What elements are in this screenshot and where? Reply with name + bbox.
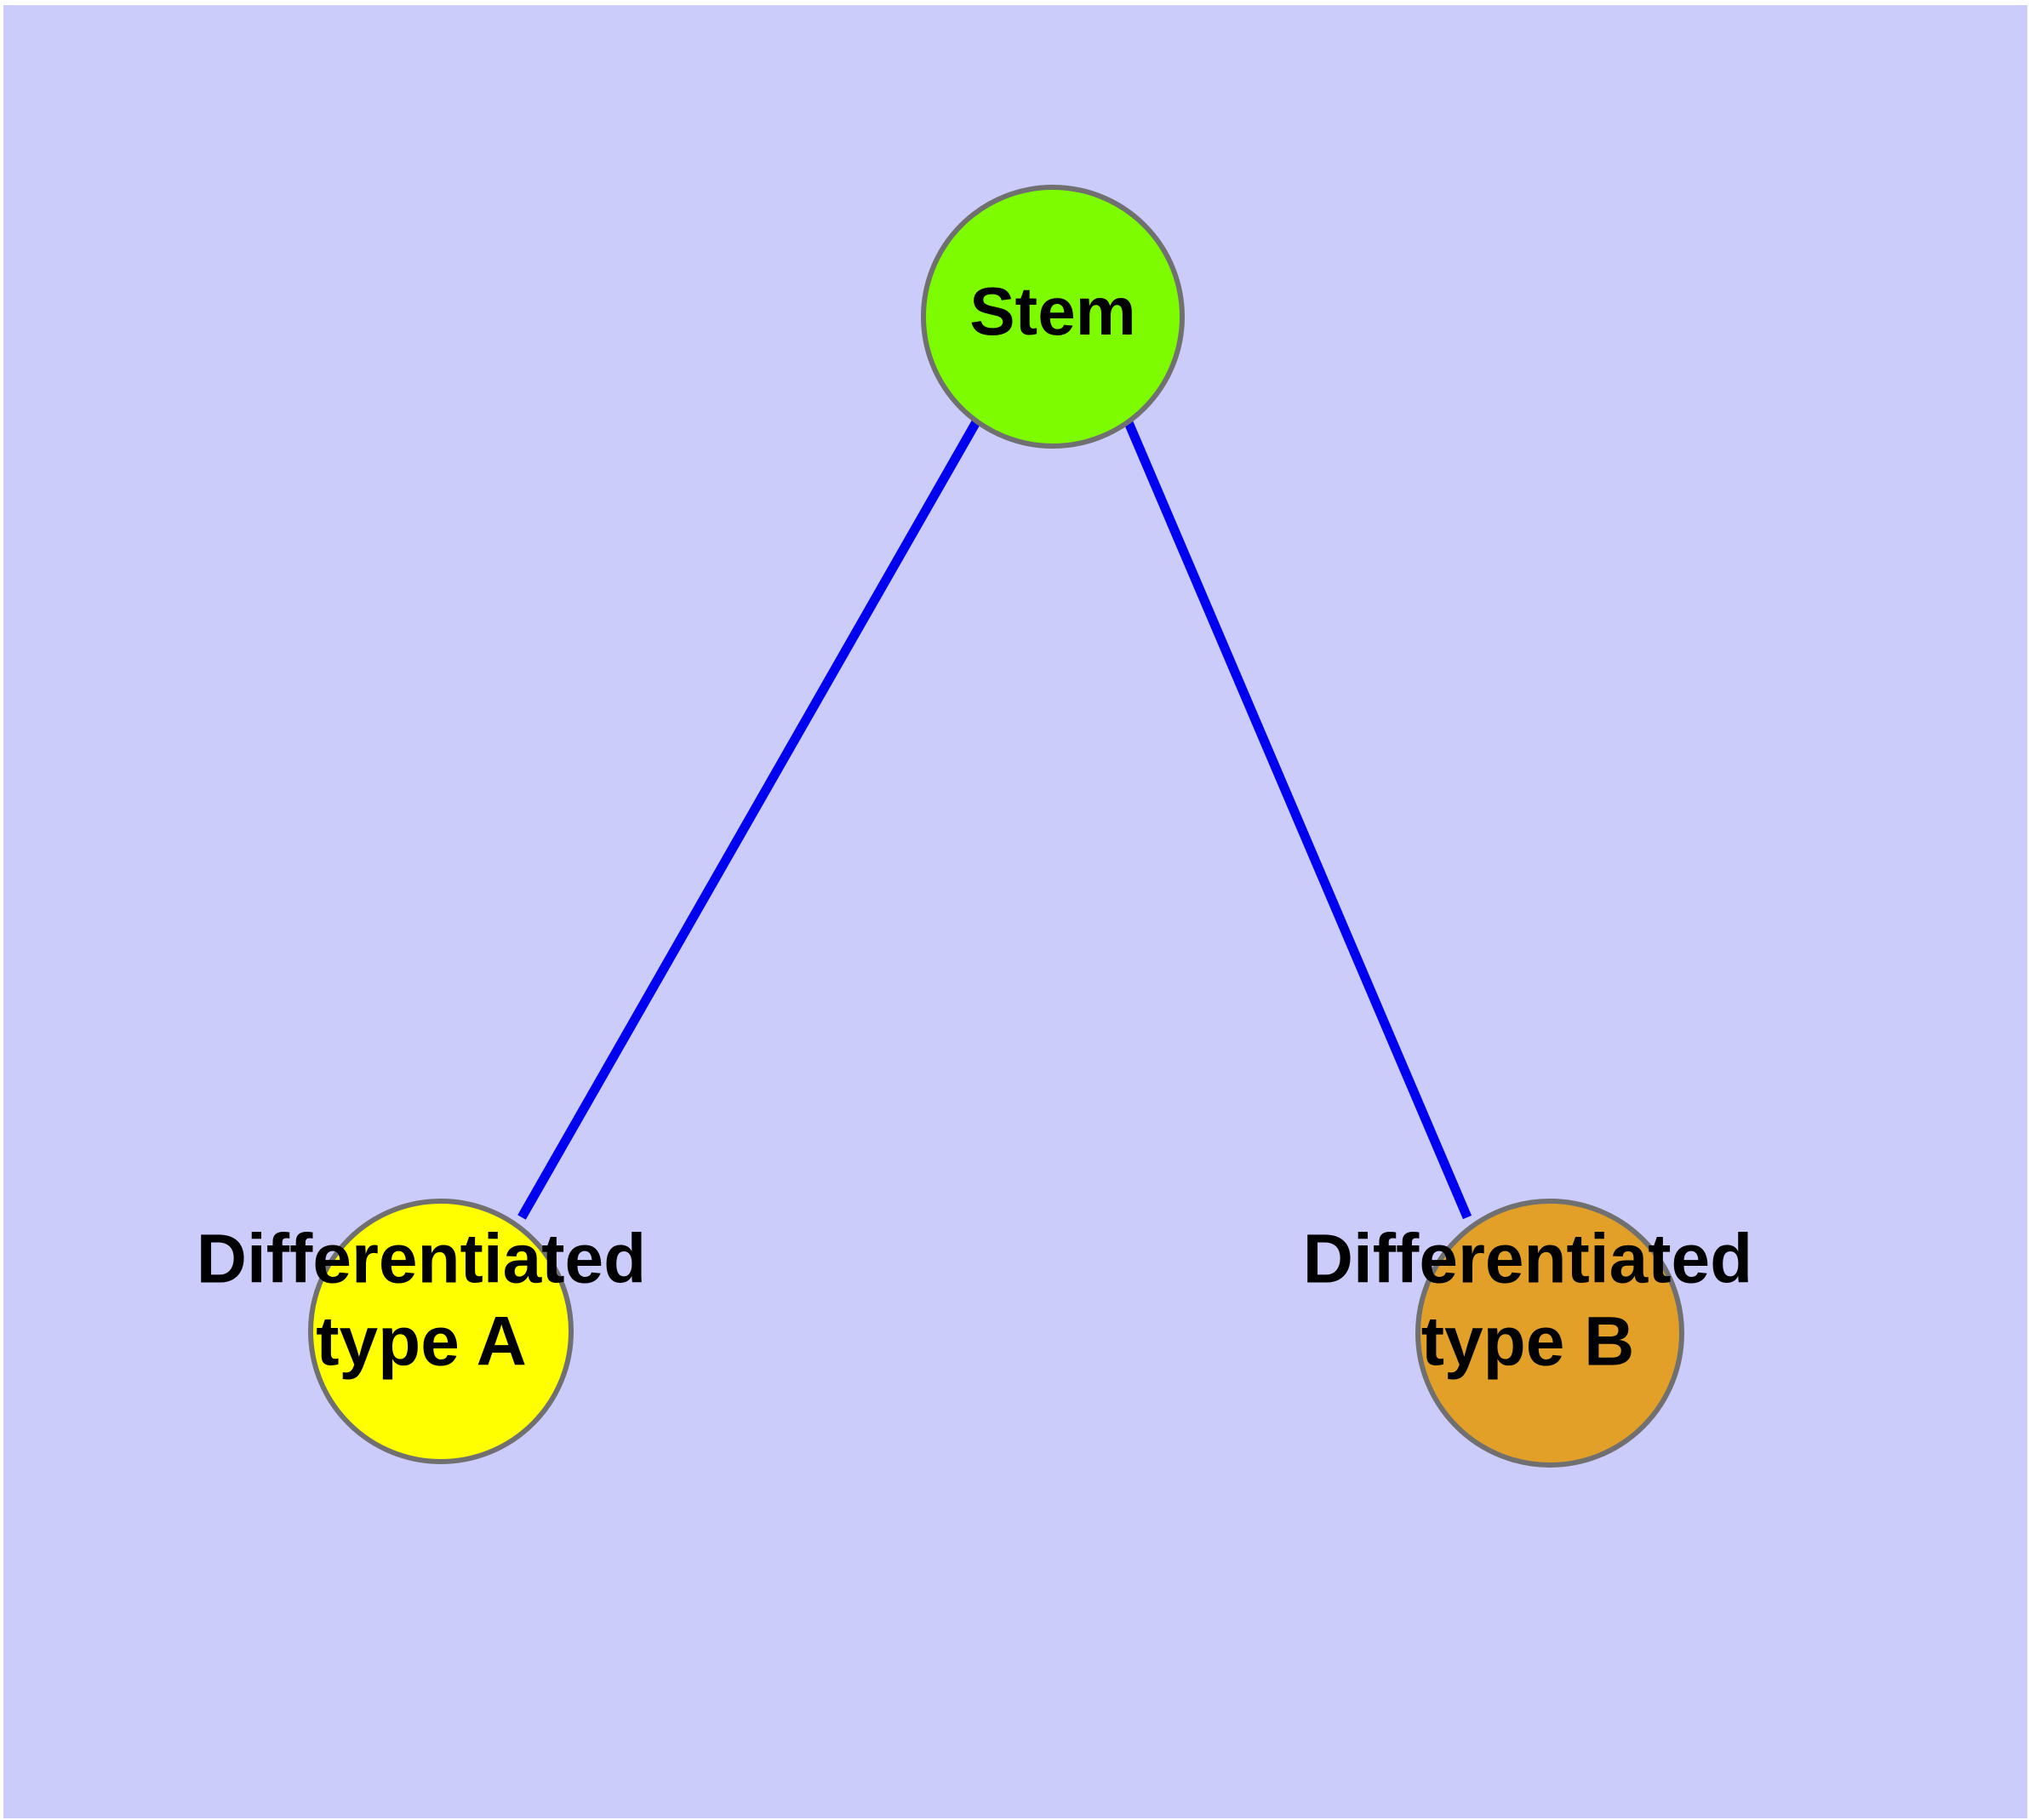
node-label-stem: Stem [969, 273, 1136, 349]
graph-edge [517, 418, 981, 1220]
nodes-layer [308, 185, 1684, 1468]
graph-node-stem[interactable] [921, 185, 1185, 449]
graph-node-diff_a[interactable] [308, 1199, 574, 1464]
edges-layer [517, 418, 1472, 1220]
graph-node-diff_b[interactable] [1415, 1199, 1684, 1468]
node-label-line: Differentiated [1303, 1220, 1753, 1297]
node-label-line: Stem [969, 273, 1136, 349]
node-label-line: type A [316, 1302, 527, 1380]
graph-edge [1123, 418, 1472, 1220]
node-label-line: Differentiated [197, 1220, 647, 1297]
node-label-line: type B [1421, 1302, 1635, 1380]
